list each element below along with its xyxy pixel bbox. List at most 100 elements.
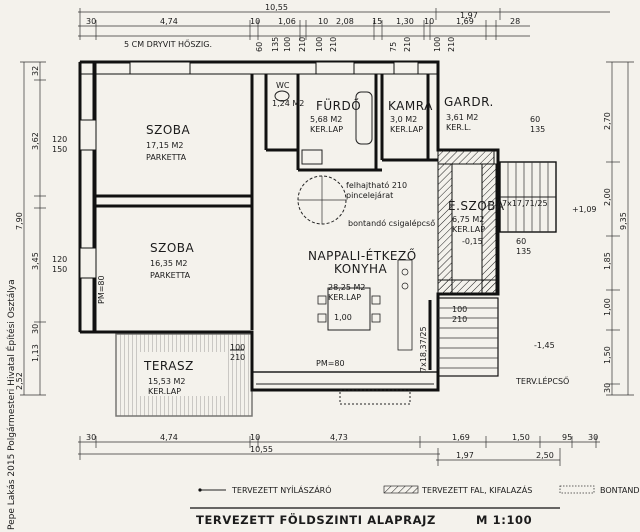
svg-text:210: 210 xyxy=(403,37,412,52)
dim-top-e: 10 xyxy=(318,17,328,26)
demolish-note: bontandó csigalépcső xyxy=(348,218,435,228)
room-area: 3,61 M2 xyxy=(446,113,478,122)
room-name-2: KONYHA xyxy=(334,262,387,276)
dim-left-a: 3,62 xyxy=(31,132,40,150)
dim-top-c: 10 xyxy=(250,17,260,26)
legend-item-1: TERVEZETT NYÍLÁSZÁRÓ xyxy=(231,484,332,495)
room-furdo: FÜRDŐ 5,68 M2 KER.LAP xyxy=(310,97,361,134)
dim-left-total: 7,90 xyxy=(15,212,24,230)
plan-title: TERVEZETT FÖLDSZINTI ALAPRAJZ xyxy=(196,512,436,527)
window-tags: 120 150 120 150 60 135 60 135 100 210 10… xyxy=(52,115,545,362)
dim-left-c: 32 xyxy=(31,66,40,76)
dim-top-d: 1,06 xyxy=(278,17,296,26)
room-floor: KER.LAP xyxy=(328,293,361,302)
level-mark-2: -0,15 xyxy=(462,237,483,246)
room-gardrob: GARDR. 3,61 M2 KER.L. xyxy=(444,95,494,132)
svg-text:210: 210 xyxy=(329,37,338,52)
room-name: GARDR. xyxy=(444,95,494,109)
dim-bottom-c: 10 xyxy=(250,433,260,442)
win-tag: 120 xyxy=(52,135,67,144)
bath-fixtures xyxy=(274,90,373,165)
svg-text:60: 60 xyxy=(255,42,264,52)
win-tag: 135 xyxy=(516,247,531,256)
room-eloszoba: E.SZOBA 6,75 M2 KER.LAP xyxy=(448,199,505,234)
terrace-area xyxy=(115,333,253,417)
svg-text:100: 100 xyxy=(283,37,292,52)
dim-right-f: 30 xyxy=(603,383,612,393)
svg-text:100: 100 xyxy=(433,37,442,52)
dim-right-b: 2,00 xyxy=(603,188,612,206)
room-floor: KER.LAP xyxy=(452,225,485,234)
dim-top-total: 10,55 xyxy=(265,3,288,12)
dimension-left: 7,90 3,62 3,45 32 30 2,52 1,13 xyxy=(15,61,46,396)
room-floor: PARKETTA xyxy=(150,271,191,280)
win-tag: 210 xyxy=(230,353,245,362)
svg-text:210: 210 xyxy=(447,37,456,52)
win-tag: 210 xyxy=(452,315,467,324)
dim-bottom-total: 10,55 xyxy=(250,445,273,454)
dim-bottom-f: 1,50 xyxy=(512,433,530,442)
room-name: WC xyxy=(276,81,290,90)
dim-top-i: 10 xyxy=(424,17,434,26)
room-area: 6,75 M2 xyxy=(452,215,484,224)
room-floor: PARKETTA xyxy=(146,153,187,162)
annotations: felhajtható 210 pincelejárat bontandó cs… xyxy=(97,180,597,386)
win-tag: 150 xyxy=(52,265,67,274)
level-mark-3: -1,45 xyxy=(534,341,555,350)
dim-bottom-i: 1,97 xyxy=(456,451,474,460)
room-area: 16,35 M2 xyxy=(150,259,187,268)
room-name: FÜRDŐ xyxy=(316,97,361,113)
room-wc: WC 1,24 M2 xyxy=(272,81,304,108)
dim-right-e: 1,50 xyxy=(603,346,612,364)
win-tag: 100 xyxy=(230,343,245,352)
room-terasz: TERASZ 15,53 M2 KER.LAP xyxy=(143,359,193,396)
room-area: 15,53 M2 xyxy=(148,377,185,386)
stairs-spec: 7x17,71/25 xyxy=(502,199,548,208)
dim-bottom-j: 2,50 xyxy=(536,451,554,460)
dim-bottom-d: 4,73 xyxy=(330,433,348,442)
dim-left-e: 2,52 xyxy=(15,372,24,390)
stair-note: felhajtható 210 xyxy=(346,180,407,190)
plan-scale: M 1:100 xyxy=(476,513,532,527)
dim-top-h: 1,30 xyxy=(396,17,414,26)
level-mark-1: +1,09 xyxy=(572,205,597,214)
dim-top-a: 30 xyxy=(86,17,96,26)
room-area: 17,15 M2 xyxy=(146,141,183,150)
table-size: 1,00 xyxy=(334,313,352,322)
entrance-stairs xyxy=(437,161,557,377)
room-floor: KER.LAP xyxy=(310,125,343,134)
title-block: TERVEZETT FÖLDSZINTI ALAPRAJZ M 1:100 xyxy=(190,507,560,527)
legend-item-2: TERVEZETT FAL, KIFALAZÁS xyxy=(421,484,532,495)
margin-stamp: Pepe Lakás 2015 Polgármesteri Hivatal Ép… xyxy=(5,279,17,530)
dim-bottom-g: 95 xyxy=(562,433,572,442)
steps-spec-2: 7x18,37/25 xyxy=(419,326,428,372)
walls xyxy=(78,60,500,392)
svg-text:135: 135 xyxy=(271,37,280,52)
cellar-note: pincelejárat xyxy=(346,191,393,200)
room-floor: KER.LAP xyxy=(390,125,423,134)
dim-right-total: 9,35 xyxy=(619,212,628,230)
dim-right-a: 2,70 xyxy=(603,112,612,130)
win-tag: 60 xyxy=(530,115,540,124)
legend-item-3: BONTANDÓ xyxy=(600,484,640,495)
dim-top-j: 1,69 xyxy=(456,17,474,26)
dimension-top: 10,55 1,97 30 4,74 10 1,06 10 2,08 15 1,… xyxy=(78,3,610,40)
bottom-openings xyxy=(230,349,411,405)
legend: TERVEZETT NYÍLÁSZÁRÓ TERVEZETT FAL, KIFA… xyxy=(198,484,640,495)
room-name: E.SZOBA xyxy=(448,199,505,213)
pm-left: PM=80 xyxy=(97,275,106,304)
dim-top-g: 15 xyxy=(372,17,382,26)
room-name: SZOBA xyxy=(150,241,195,255)
dim-bottom-h: 30 xyxy=(588,433,598,442)
svg-text:210: 210 xyxy=(298,37,307,52)
dimension-right: 2,70 2,00 1,85 1,00 1,50 30 9,35 xyxy=(603,61,634,396)
room-area: 1,24 M2 xyxy=(272,99,304,108)
room-szoba-2: SZOBA 16,35 M2 PARKETTA xyxy=(150,241,195,280)
win-tag: 150 xyxy=(52,145,67,154)
room-name: SZOBA xyxy=(146,123,191,137)
room-name: NAPPALI-ÉTKEZŐ xyxy=(308,248,417,263)
dim-right-c: 1,85 xyxy=(603,252,612,270)
dim-top-b: 4,74 xyxy=(160,17,178,26)
win-tag: 135 xyxy=(530,125,545,134)
